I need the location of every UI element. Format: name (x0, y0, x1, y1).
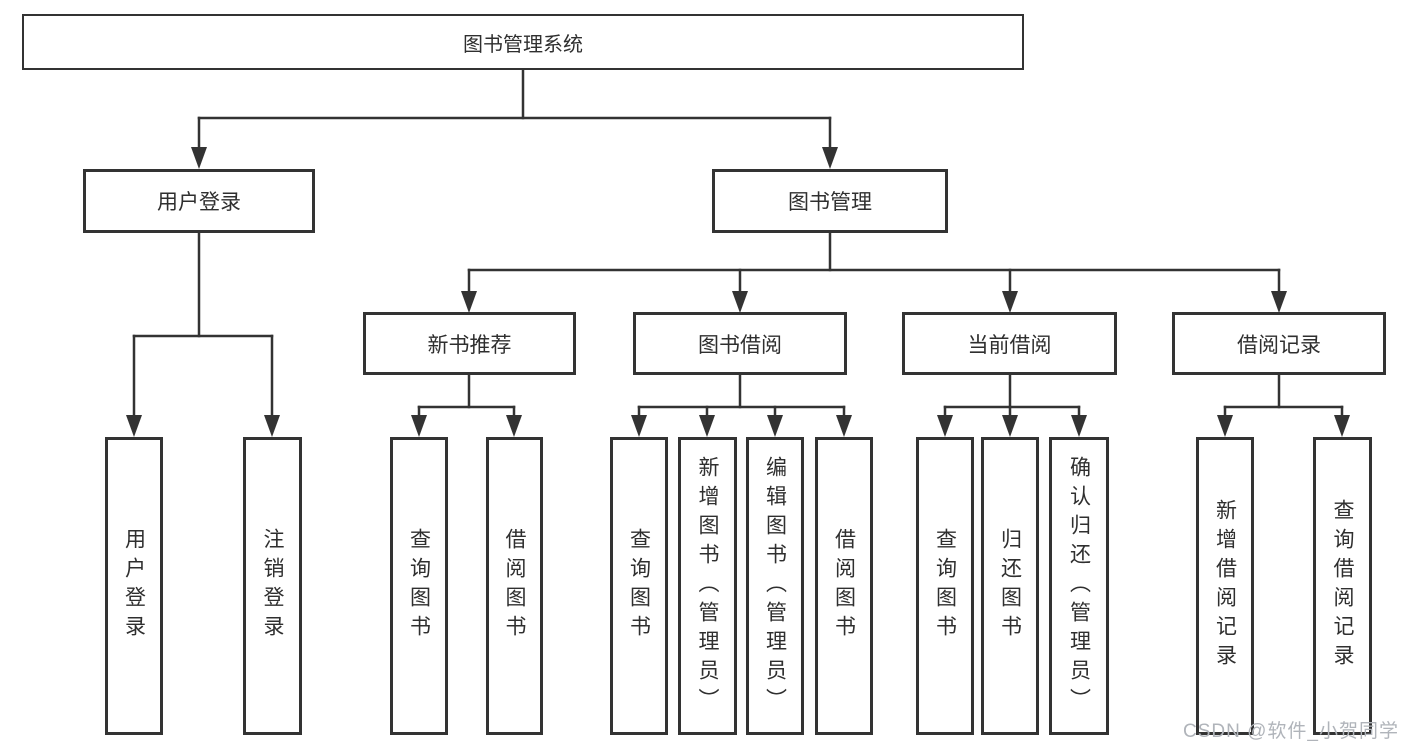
leaf-node-logout: 注销登录 (243, 437, 302, 735)
node-user-login: 用户登录 (83, 169, 315, 233)
leaf-node-edit-book-admin: 编辑图书（管理员） (746, 437, 804, 735)
leaf-node-borrow-books-1: 借阅图书 (486, 437, 543, 735)
leaf-node-return-books: 归还图书 (981, 437, 1039, 735)
leaf-node-query-books-1: 查询图书 (390, 437, 448, 735)
leaf-node-query-books-2: 查询图书 (610, 437, 668, 735)
leaf-node-query-books-3: 查询图书 (916, 437, 974, 735)
leaf-node-confirm-return-admin: 确认归还（管理员） (1049, 437, 1109, 735)
node-new-book-recommend: 新书推荐 (363, 312, 576, 375)
watermark: CSDN @软件_小贺同学 (1183, 721, 1399, 742)
node-borrow-records: 借阅记录 (1172, 312, 1386, 375)
leaf-node-user-login: 用户登录 (105, 437, 163, 735)
node-root: 图书管理系统 (22, 14, 1024, 70)
leaf-node-borrow-books-2: 借阅图书 (815, 437, 873, 735)
leaf-node-query-borrow-record: 查询借阅记录 (1313, 437, 1372, 735)
node-book-borrow: 图书借阅 (633, 312, 847, 375)
leaf-node-add-book-admin: 新增图书（管理员） (678, 437, 737, 735)
node-current-borrow: 当前借阅 (902, 312, 1117, 375)
node-book-management: 图书管理 (712, 169, 948, 233)
leaf-node-add-borrow-record: 新增借阅记录 (1196, 437, 1254, 735)
